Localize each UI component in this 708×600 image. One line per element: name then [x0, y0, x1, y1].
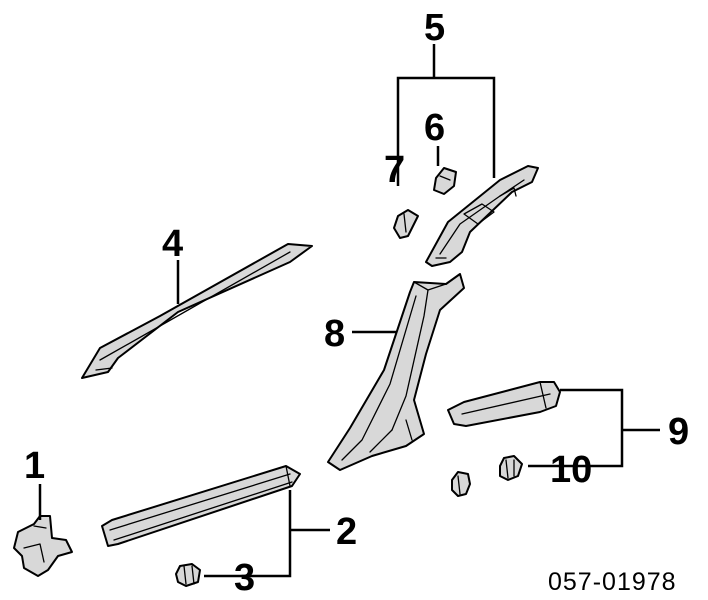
part-clip-unlabeled: [451, 471, 471, 497]
part-5-upper-pillar-trim: [425, 165, 539, 267]
callout-3: 3: [234, 557, 255, 599]
callout-8: 8: [324, 313, 345, 355]
leader-lines: [38, 44, 660, 578]
callout-6: 6: [424, 107, 445, 149]
part-1-bracket: [13, 515, 73, 577]
callout-7: 7: [384, 149, 405, 191]
part-3-clip: [175, 563, 201, 587]
diagram-number: 057-01978: [548, 568, 677, 596]
callout-10: 10: [550, 449, 592, 491]
part-10-clip: [499, 455, 523, 481]
part-2-sill-trim: [101, 465, 301, 547]
callout-1: 1: [24, 445, 45, 487]
callout-9: 9: [668, 411, 689, 453]
callout-4: 4: [162, 223, 183, 265]
callout-2: 2: [336, 511, 357, 553]
part-6-cap: [433, 167, 457, 195]
part-9-lower-trim-panel: [447, 381, 561, 427]
part-7-fastener: [393, 209, 419, 239]
callout-5: 5: [424, 7, 445, 49]
part-4-roof-rail-trim: [81, 243, 313, 379]
part-8-center-pillar-trim: [327, 273, 465, 471]
